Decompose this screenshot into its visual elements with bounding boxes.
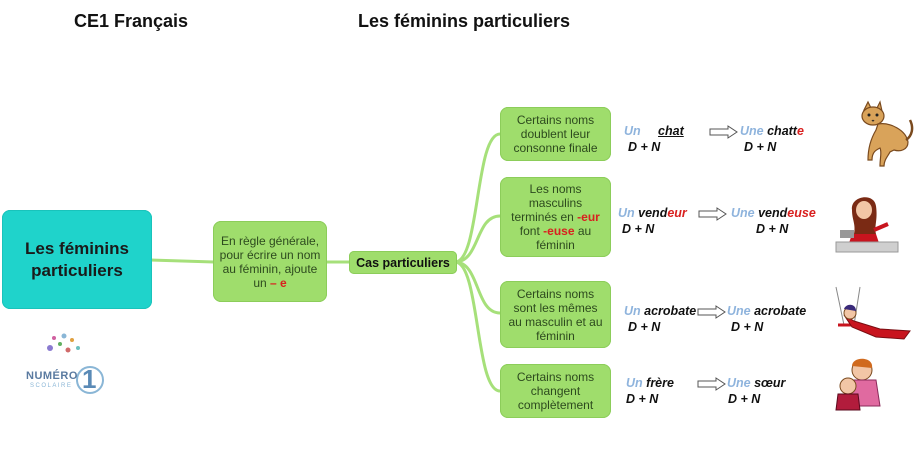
noun-stem: vend [638,206,668,220]
noun: acrobate [754,304,807,318]
noun: acrobate [644,304,697,318]
arrow-right-icon [709,125,738,139]
special-cases-node: Cas particuliers [349,251,457,274]
dn-label: D + N [622,222,655,236]
example-feminine: Une vendeuse [731,206,816,220]
article: Une [740,124,764,138]
article: Un [624,304,641,318]
logo-word: NUMÉRO [26,370,78,382]
dn-label: D + N [628,320,661,334]
acrobat-icon [835,286,911,340]
logo-dots-icon [47,333,104,394]
article: Une [727,304,751,318]
suffix-eur: -eur [577,210,600,224]
article: Une [727,376,751,390]
case-node-different-word: Certains noms changent complètement [500,364,611,418]
case-node-double-consonant: Certains noms doublent leur consonne fin… [500,107,611,161]
article: Un [618,206,635,220]
example-feminine: Une chatte [740,124,804,138]
case-node-same-form: Certains noms sont les mêmes au masculin… [500,281,611,348]
document-title: Les féminins particuliers [358,11,571,31]
arrow-right-icon [698,207,727,221]
case-text: Certains noms doublent leur consonne fin… [513,113,598,155]
example-feminine: Une acrobate [727,304,806,318]
example-feminine: Une sœur [727,376,785,390]
noun-ending: e [796,124,804,138]
logo-digit: 1 [82,364,97,394]
dn-label: D + N [756,222,789,236]
noun: chat [658,124,684,138]
dn-label: D + N [744,140,777,154]
document-subject: CE1 Français [74,11,189,31]
case-text: Certains noms changent complètement [516,370,595,412]
example-masculine: Un frère [626,376,674,390]
general-rule-text: En règle générale, pour écrire un nom au… [219,233,321,290]
logo-subword: SCOLAIRE [30,383,73,389]
general-rule-node: En règle générale, pour écrire un nom au… [213,221,327,302]
main-topic-line1: Les féminins [25,238,129,258]
dn-label: D + N [728,392,761,406]
noun-stem: chatt [767,124,797,138]
noun-ending: euse [787,206,816,220]
noun-ending: eur [667,206,687,220]
arrow-right-icon [697,377,726,391]
case-text: Les noms masculins terminés en [511,182,583,224]
numero1-logo: NUMÉRO 1 SCOLAIRE [24,330,110,402]
noun: frère [646,376,674,390]
dn-label: D + N [626,392,659,406]
article: Un [626,376,643,390]
saleswoman-icon [835,197,899,253]
case-text: Certains noms sont les mêmes au masculin… [508,286,603,343]
article: Un [624,124,641,138]
dn-label: D + N [731,320,764,334]
article: Une [731,206,755,220]
case-text: font [519,224,544,238]
general-rule-suffix: – e [270,275,287,290]
suffix-euse: -euse [543,224,575,238]
dn-label: D + N [628,140,661,154]
noun-stem: vend [758,206,788,220]
case-node-eur-euse: Les noms masculins terminés en -eur font… [500,177,611,257]
example-masculine: Un acrobate [624,304,696,318]
arrow-right-icon [697,305,726,319]
case-text: au féminin [536,224,592,252]
main-topic-node: Les féminins particuliers [2,210,152,309]
noun: sœur [754,376,786,390]
example-masculine: Un chat [624,124,684,138]
siblings-icon [835,358,881,411]
main-topic-line2: particuliers [31,260,123,280]
cat-icon [861,100,914,167]
example-masculine: Un vendeur [618,206,687,220]
